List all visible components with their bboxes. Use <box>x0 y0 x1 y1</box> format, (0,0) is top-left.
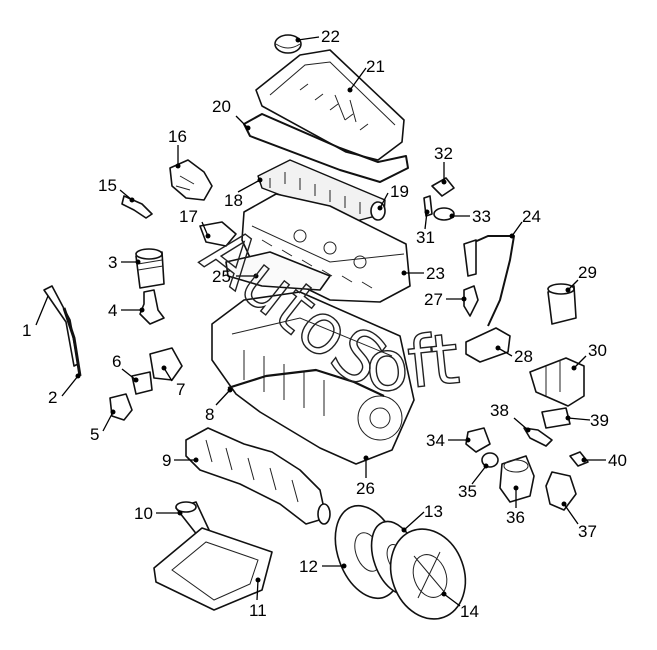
callout-28: 28 <box>514 347 533 366</box>
part-oil-filler-cap <box>274 34 302 54</box>
watermark-text-2: oft <box>361 318 463 409</box>
part-sender-38 <box>523 427 553 447</box>
callout-5: 5 <box>90 425 99 444</box>
part-cover-gasket <box>243 113 409 183</box>
part-bracket-37 <box>545 471 577 511</box>
leader-lines <box>35 36 606 607</box>
part-cylinder-block <box>211 291 415 465</box>
callout-15: 15 <box>98 176 117 195</box>
part-dipstick <box>43 285 79 367</box>
part-oil-pan <box>153 527 273 611</box>
callout-26: 26 <box>356 479 375 498</box>
callout-24: 24 <box>522 207 541 226</box>
callout-21: 21 <box>366 57 385 76</box>
part-mount-36 <box>499 455 535 503</box>
part-sensor-39 <box>541 407 571 429</box>
callout-30: 30 <box>588 341 607 360</box>
part-thermostat-housing <box>169 159 213 201</box>
part-pulley <box>109 393 133 421</box>
callout-1: 1 <box>22 321 31 340</box>
callout-13: 13 <box>424 502 443 521</box>
callout-2: 2 <box>48 388 57 407</box>
callout-10: 10 <box>134 504 153 523</box>
callout-37: 37 <box>578 522 597 541</box>
callout-6: 6 <box>112 352 121 371</box>
callout-18: 18 <box>224 191 243 210</box>
callout-8: 8 <box>205 405 214 424</box>
part-head-gasket <box>225 251 331 291</box>
part-crankshaft <box>185 427 331 525</box>
callout-4: 4 <box>108 301 117 320</box>
part-cylinder-head-cover <box>255 49 405 161</box>
callout-40: 40 <box>608 451 627 470</box>
callout-34: 34 <box>426 431 445 450</box>
callout-numbers: 1 2 3 4 5 6 7 8 9 10 11 12 13 14 15 16 1… <box>22 27 627 621</box>
part-oil-filter <box>547 283 577 325</box>
callout-12: 12 <box>299 557 318 576</box>
callout-3: 3 <box>108 253 117 272</box>
parts-illustration <box>43 34 589 620</box>
part-bracket <box>431 177 455 197</box>
part-coolant-pipe <box>227 368 385 397</box>
part-mount-34 <box>465 427 491 453</box>
callout-7: 7 <box>176 380 185 399</box>
callout-9: 9 <box>162 451 171 470</box>
callout-36: 36 <box>506 508 525 527</box>
part-sensor <box>121 195 153 219</box>
part-starter-motor <box>529 357 585 407</box>
callout-32: 32 <box>434 144 453 163</box>
part-water-outlet <box>199 221 237 247</box>
part-piston <box>135 248 165 289</box>
callout-35: 35 <box>458 482 477 501</box>
callout-31: 31 <box>416 228 435 247</box>
callout-25: 25 <box>212 267 231 286</box>
callout-33: 33 <box>472 207 491 226</box>
part-position-sensor <box>433 207 455 221</box>
callout-23: 23 <box>426 264 445 283</box>
part-connecting-rod <box>139 289 165 325</box>
callout-38: 38 <box>490 401 509 420</box>
callout-20: 20 <box>212 97 231 116</box>
part-oxygen-sensor <box>463 235 515 327</box>
callout-19: 19 <box>390 182 409 201</box>
part-water-pump <box>131 347 183 395</box>
callout-16: 16 <box>168 127 187 146</box>
callout-39: 39 <box>590 411 609 430</box>
part-switch-40 <box>569 451 589 467</box>
callout-14: 14 <box>460 602 479 621</box>
callout-22: 22 <box>321 27 340 46</box>
callout-17: 17 <box>179 207 198 226</box>
callout-29: 29 <box>578 263 597 282</box>
callout-27: 27 <box>424 290 443 309</box>
part-dipstick-tube <box>62 307 82 377</box>
part-connector <box>465 327 511 363</box>
callout-11: 11 <box>249 601 267 620</box>
